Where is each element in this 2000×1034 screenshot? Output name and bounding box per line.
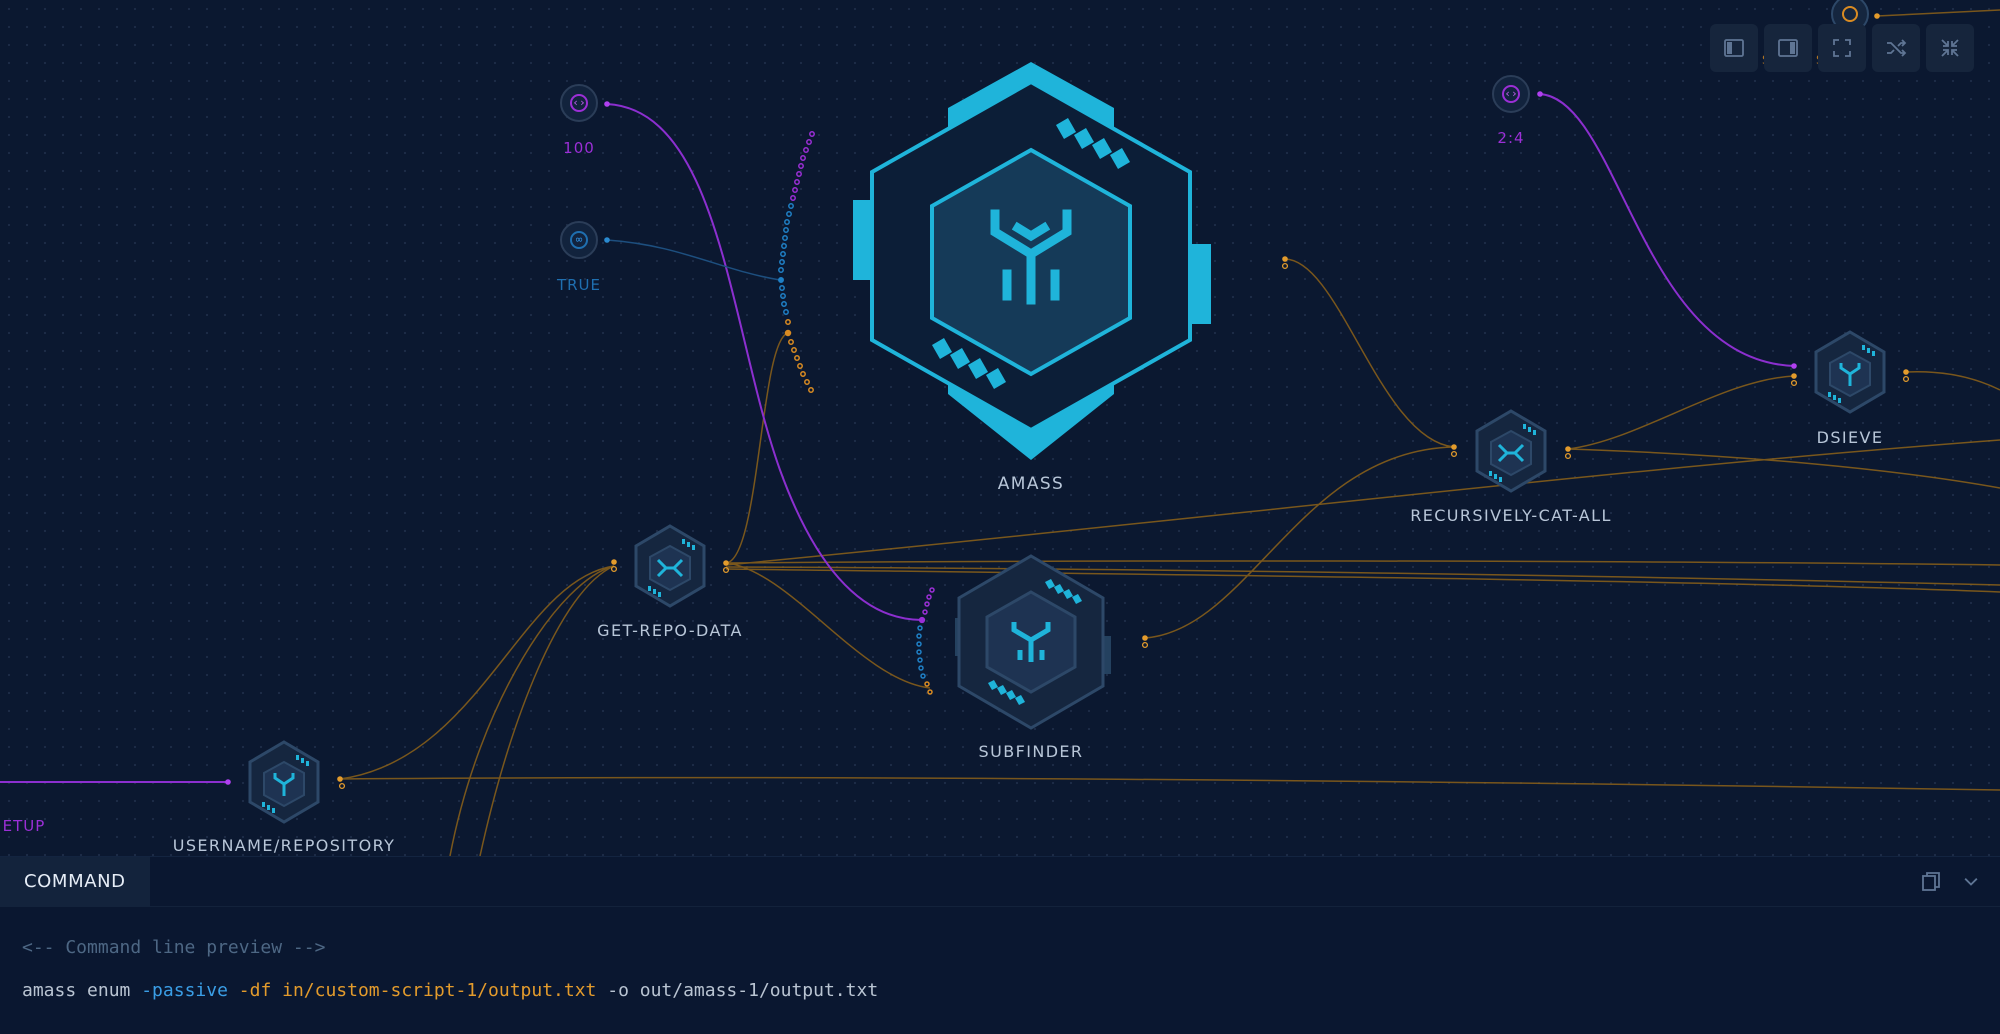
chevron-down-icon bbox=[1964, 878, 1978, 886]
edge bbox=[449, 565, 615, 856]
tool-icon bbox=[990, 209, 1072, 305]
stripes bbox=[1828, 345, 1875, 403]
param-100-label: 100 bbox=[563, 139, 595, 157]
edge bbox=[1876, 9, 2000, 17]
username-repository-label: USERNAME/REPOSITORY bbox=[172, 836, 396, 855]
stripes bbox=[262, 755, 309, 813]
edge bbox=[1567, 448, 2000, 489]
edge bbox=[725, 332, 789, 564]
tool-icon bbox=[1011, 622, 1051, 662]
command-panel: COMMAND <-- Command line preview --> ama… bbox=[0, 856, 2000, 1034]
param-2-4-label: 2:4 bbox=[1497, 129, 1525, 147]
panel-actions bbox=[1916, 867, 1986, 897]
username-repository-node[interactable] bbox=[248, 740, 320, 824]
command-line: amass enum -passive -df in/custom-script… bbox=[22, 980, 1978, 1001]
subfinder-label: SUBFINDER bbox=[978, 742, 1084, 761]
dsieve-label: DSIEVE bbox=[1816, 428, 1884, 447]
amass-label: AMASS bbox=[997, 474, 1065, 494]
edge-layer: SSR bbox=[0, 0, 2000, 856]
port-arc-purple bbox=[790, 131, 815, 201]
amass-input-ports bbox=[778, 131, 815, 393]
recursively-cat-all-node[interactable] bbox=[1475, 409, 1547, 493]
tool-icon bbox=[1839, 363, 1861, 386]
right-panel-toggle-button[interactable] bbox=[1764, 24, 1812, 72]
sidebar-right-icon bbox=[1778, 39, 1798, 57]
param-100[interactable]: ‹› bbox=[560, 84, 598, 122]
edge bbox=[725, 439, 2000, 566]
command-token: -passive bbox=[141, 980, 228, 1001]
edge bbox=[339, 776, 2000, 791]
edge bbox=[725, 566, 2000, 586]
code-brackets-icon: ‹› bbox=[1504, 87, 1518, 100]
collapse-panel-button[interactable] bbox=[1956, 867, 1986, 897]
edge-group-purple bbox=[0, 93, 1795, 783]
edge bbox=[606, 239, 781, 281]
split-icon bbox=[656, 558, 684, 578]
panel-header: COMMAND bbox=[0, 857, 2000, 907]
collapse-icon bbox=[1941, 39, 1959, 57]
amass-node[interactable] bbox=[853, 62, 1211, 460]
command-token: -o out/amass-1/output.txt bbox=[596, 980, 879, 1001]
command-preview: <-- Command line preview --> amass enum … bbox=[0, 907, 2000, 1031]
stripes bbox=[1489, 424, 1536, 482]
param-true-label: TRUE bbox=[556, 276, 602, 294]
edge bbox=[1905, 370, 2000, 391]
command-token: amass enum bbox=[22, 980, 142, 1001]
get-repo-data-node[interactable] bbox=[634, 524, 706, 608]
canvas-toolbar bbox=[1710, 24, 1974, 72]
copy-button[interactable] bbox=[1916, 867, 1946, 897]
shuffle-icon bbox=[1887, 39, 1907, 57]
recursively-cat-all-label: RECURSIVELY-CAT-ALL bbox=[1410, 506, 1612, 525]
sidebar-left-icon bbox=[1724, 39, 1744, 57]
subfinder-node[interactable] bbox=[955, 554, 1111, 730]
fit-view-button[interactable] bbox=[1818, 24, 1866, 72]
workflow-canvas[interactable]: SSR ‹› 100 ∞ TRUE ‹› 2:4 AMASS SUBFINDER… bbox=[0, 0, 2000, 856]
port-arc-orange bbox=[784, 319, 814, 393]
param-ring bbox=[570, 94, 588, 112]
port-arc-blue bbox=[778, 203, 794, 315]
param-ring bbox=[1502, 85, 1520, 103]
edge bbox=[1567, 375, 1795, 450]
dsieve-node[interactable] bbox=[1814, 330, 1886, 414]
edge bbox=[606, 103, 923, 621]
fullscreen-icon bbox=[1833, 39, 1851, 57]
copy-icon bbox=[1922, 872, 1940, 891]
tab-command[interactable]: COMMAND bbox=[0, 857, 150, 907]
stripes bbox=[648, 539, 695, 597]
edge bbox=[479, 565, 615, 856]
param-ring bbox=[570, 231, 588, 249]
setup-label-partial: ETUP bbox=[2, 817, 46, 835]
port-dots bbox=[225, 13, 1910, 790]
edge bbox=[1284, 258, 1455, 448]
command-comment: <-- Command line preview --> bbox=[22, 937, 326, 958]
command-token bbox=[228, 980, 239, 1001]
edge bbox=[1539, 93, 1795, 367]
node-side-tab bbox=[1101, 636, 1111, 674]
get-repo-data-label: GET-REPO-DATA bbox=[597, 621, 743, 640]
param-2-4[interactable]: ‹› bbox=[1492, 75, 1530, 113]
amass-stripes bbox=[932, 118, 1130, 389]
toggle-link-icon: ∞ bbox=[575, 233, 583, 246]
collapse-button[interactable] bbox=[1926, 24, 1974, 72]
edge bbox=[1144, 446, 1455, 639]
edge bbox=[725, 562, 931, 689]
left-panel-toggle-button[interactable] bbox=[1710, 24, 1758, 72]
edge bbox=[725, 568, 2000, 593]
tool-icon bbox=[273, 773, 295, 796]
subfinder-input-ports bbox=[916, 587, 935, 695]
edge bbox=[725, 560, 2000, 566]
split-icon bbox=[1497, 443, 1525, 463]
command-token: -df in/custom-script-1/output.txt bbox=[238, 980, 597, 1001]
shuffle-layout-button[interactable] bbox=[1872, 24, 1920, 72]
code-brackets-icon: ‹› bbox=[572, 96, 586, 109]
edge bbox=[339, 565, 615, 780]
edge-group-orange bbox=[339, 9, 2000, 856]
param-true[interactable]: ∞ bbox=[560, 221, 598, 259]
subfinder-stripes bbox=[988, 579, 1082, 705]
